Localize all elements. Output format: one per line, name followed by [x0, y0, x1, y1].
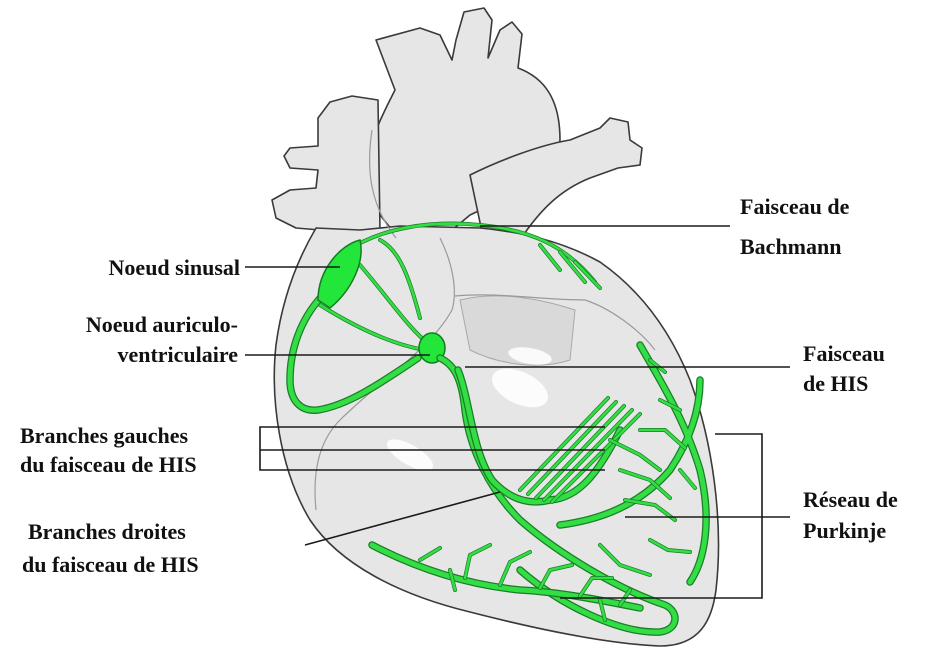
label-gauches-1: Branches gauches — [20, 423, 189, 448]
label-droites-1: Branches droites — [28, 519, 186, 544]
label-sinusal: Noeud sinusal — [109, 255, 240, 280]
heart-anatomy — [272, 8, 718, 646]
label-purkinje-2: Purkinje — [803, 518, 886, 543]
label-av-2: ventriculaire — [117, 342, 238, 367]
label-gauches-2: du faisceau de HIS — [20, 452, 197, 477]
label-purkinje-1: Réseau de — [803, 487, 898, 512]
label-his-1: Faisceau — [803, 341, 885, 366]
label-bachmann-1: Faisceau de — [740, 194, 850, 219]
label-bachmann-2: Bachmann — [740, 234, 841, 259]
label-droites-2: du faisceau de HIS — [22, 552, 199, 577]
label-his-2: de HIS — [803, 371, 868, 396]
vena-cava — [272, 96, 380, 248]
label-av-1: Noeud auriculo- — [86, 312, 238, 337]
